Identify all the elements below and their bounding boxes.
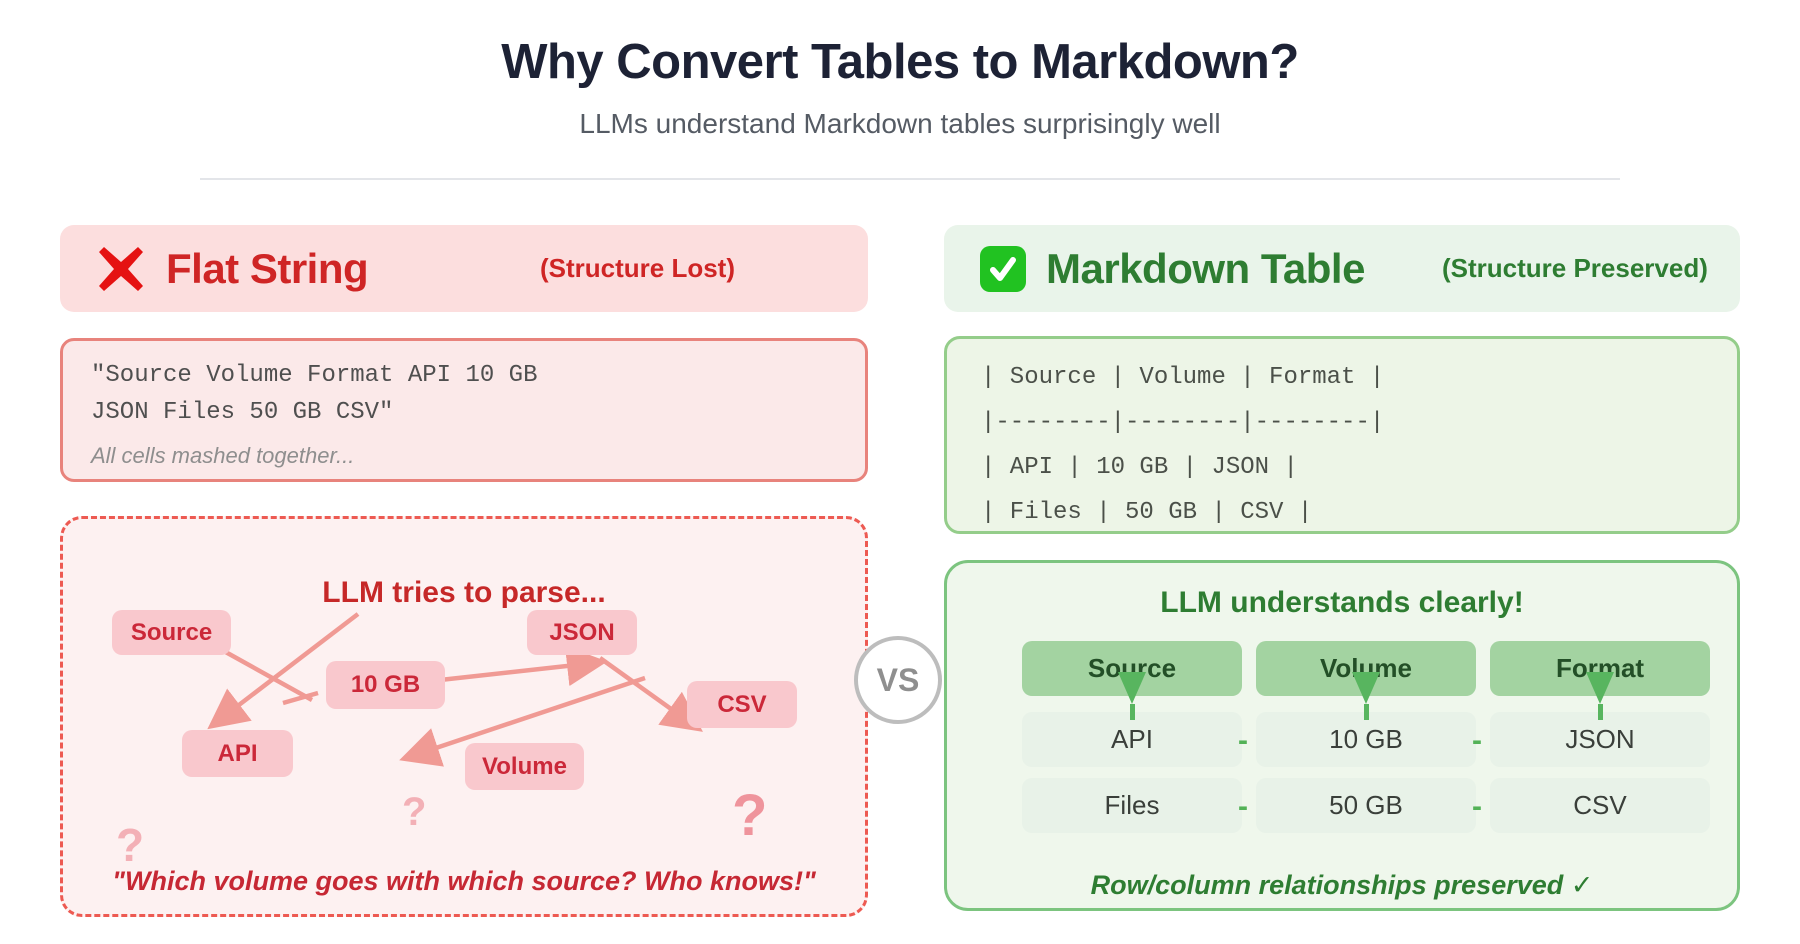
markdown-table-note: (Structure Preserved) xyxy=(1442,253,1708,283)
x-icon xyxy=(99,246,143,291)
chaos-arrows xyxy=(207,612,703,767)
parse-node-json: JSON xyxy=(527,610,637,655)
table-cell: Files xyxy=(1022,778,1242,833)
understands-title: LLM understands clearly! xyxy=(1160,586,1524,619)
table-cell: JSON xyxy=(1490,712,1710,767)
parse-node-source: Source xyxy=(112,610,231,655)
flat-string-code-box: "Source Volume Format API 10 GB JSON Fil… xyxy=(60,338,868,482)
question-mark: ? xyxy=(402,790,427,834)
row-link-dash: - xyxy=(1238,724,1248,757)
down-arrow-icon xyxy=(1586,672,1614,704)
flat-string-title: Flat String xyxy=(166,244,369,292)
down-arrow-stem xyxy=(1598,704,1603,720)
markdown-table-title: Markdown Table xyxy=(1046,244,1365,292)
page-title: Why Convert Tables to Markdown? xyxy=(501,35,1299,89)
code-line: | Source | Volume | Format | xyxy=(981,364,1385,391)
code-line: |--------|--------|--------| xyxy=(981,409,1385,436)
down-arrow-stem xyxy=(1130,704,1135,720)
parse-node-api: API xyxy=(182,730,293,777)
parse-title: LLM tries to parse... xyxy=(322,576,606,609)
page-subtitle: LLMs understand Markdown tables surprisi… xyxy=(579,108,1221,139)
check-icon xyxy=(980,245,1026,292)
code-line: "Source Volume Format API 10 GB xyxy=(91,362,538,389)
table-cell: 10 GB xyxy=(1256,712,1476,767)
parse-node-csv: CSV xyxy=(687,681,797,728)
down-arrow-stem xyxy=(1364,704,1369,720)
code-line: | Files | 50 GB | CSV | xyxy=(981,499,1313,526)
vs-label: VS xyxy=(876,661,920,698)
row-link-dash: - xyxy=(1238,790,1248,823)
table-cell: API xyxy=(1022,712,1242,767)
question-mark: ? xyxy=(116,819,145,871)
table-cell: CSV xyxy=(1490,778,1710,833)
flat-string-note: (Structure Lost) xyxy=(540,253,735,283)
flat-string-header: Flat String (Structure Lost) xyxy=(60,225,868,312)
parse-node-10gb: 10 GB xyxy=(326,661,445,709)
parse-node-volume: Volume xyxy=(465,743,584,790)
divider xyxy=(200,178,1620,180)
row-link-dash: - xyxy=(1472,724,1482,757)
table-caption: Row/column relationships preserved ✓ xyxy=(1090,870,1594,900)
parse-quote: "Which volume goes with which source? Wh… xyxy=(112,866,816,896)
table-cell: 50 GB xyxy=(1256,778,1476,833)
question-mark: ? xyxy=(732,783,768,848)
vs-badge: VS xyxy=(854,636,942,724)
down-arrow-icon xyxy=(1118,672,1146,704)
down-arrow-icon xyxy=(1352,672,1380,704)
code-line: JSON Files 50 GB CSV" xyxy=(91,399,394,426)
code-caption: All cells mashed together... xyxy=(91,443,355,468)
markdown-table-header: Markdown Table (Structure Preserved) xyxy=(944,225,1740,312)
row-link-dash: - xyxy=(1472,790,1482,823)
markdown-code-box: | Source | Volume | Format | |--------|-… xyxy=(944,336,1740,534)
code-line: | API | 10 GB | JSON | xyxy=(981,454,1298,481)
